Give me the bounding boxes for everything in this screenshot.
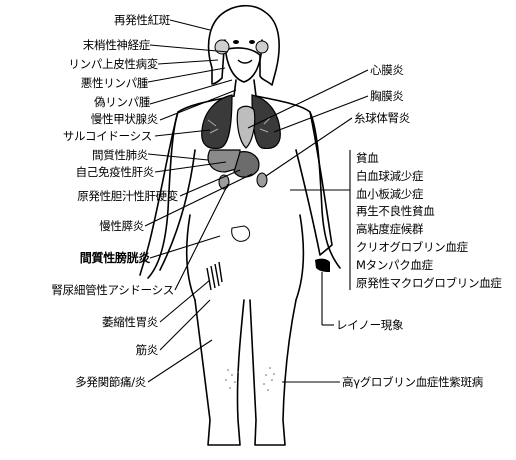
label-glomerulonephritis: 糸球体腎炎 [354, 111, 410, 125]
label-relapsing-erythema: 再発性紅斑 [98, 13, 170, 27]
label-peripheral-neuropathy: 末梢性神経症 [54, 38, 150, 52]
muscle-hatch [207, 262, 222, 290]
label-purpura: 高γグロブリン血症性紫斑病 [342, 375, 483, 389]
bladder [232, 226, 250, 241]
label-polyarthralgia: 多発関節痛/炎 [20, 375, 146, 389]
blood-disorder-item: クリオグロブリン血症 [356, 239, 502, 257]
raynaud-fingers [315, 259, 330, 272]
label-raynaud: レイノー現象 [336, 318, 403, 332]
hips [187, 215, 304, 300]
blood-disorder-item: 原発性マクログロブリン血症 [356, 275, 502, 293]
label-lymphoepithelial-lesion: リンパ上皮性病変 [10, 57, 158, 71]
label-pseudolymphoma: 偽リンパ腫 [40, 95, 150, 109]
label-atrophic-gastritis: 萎縮性胃炎 [40, 315, 158, 329]
label-pleuritis: 胸膜炎 [370, 89, 404, 103]
blood-disorder-item: Mタンパク血症 [356, 257, 502, 275]
label-interstitial-cystitis: 間質性膀胱炎 [10, 251, 150, 265]
heart [237, 106, 254, 148]
label-autoimmune-hepatitis: 自己免疫性肝炎 [10, 165, 154, 179]
right-leg [250, 300, 296, 445]
label-malignant-lymphoma: 悪性リンパ腫 [40, 76, 148, 90]
blood-disorder-item: 貧血 [356, 150, 502, 168]
label-sarcoidosis: サルコイドーシス [10, 129, 152, 143]
label-primary-biliary-cirrhosis: 原発性胆汁性肝硬変 [10, 189, 178, 203]
label-interstitial-pneumonia: 間質性肺炎 [40, 148, 148, 162]
label-chronic-thyroiditis: 慢性甲状腺炎 [40, 112, 158, 126]
parotid-right [256, 41, 268, 53]
blood-disorder-item: 血小板減少症 [356, 186, 502, 204]
leader-lines [145, 20, 368, 382]
mouth [238, 60, 252, 63]
label-renal-tubular-acidosis: 腎尿細管性アシドーシス [10, 283, 174, 297]
right-arm [296, 112, 332, 255]
blood-disorder-item: 高粘度症候群 [356, 221, 502, 239]
kidney-right [257, 173, 267, 187]
eyes [233, 40, 255, 44]
left-lung [202, 95, 232, 148]
left-leg [195, 300, 244, 445]
blood-disorders-list: 貧血 白血球減少症 血小板減少症 再生不良性貧血 高粘度症候群 クリオグロブリン… [356, 150, 502, 292]
blood-disorder-item: 白血球減少症 [356, 168, 502, 186]
label-pericarditis: 心膜炎 [370, 63, 404, 77]
blood-disorder-item: 再生不良性貧血 [356, 203, 502, 221]
purpura-dots [225, 367, 275, 391]
label-chronic-pancreatitis: 慢性膵炎 [40, 219, 144, 233]
label-myositis: 筋炎 [100, 343, 158, 357]
